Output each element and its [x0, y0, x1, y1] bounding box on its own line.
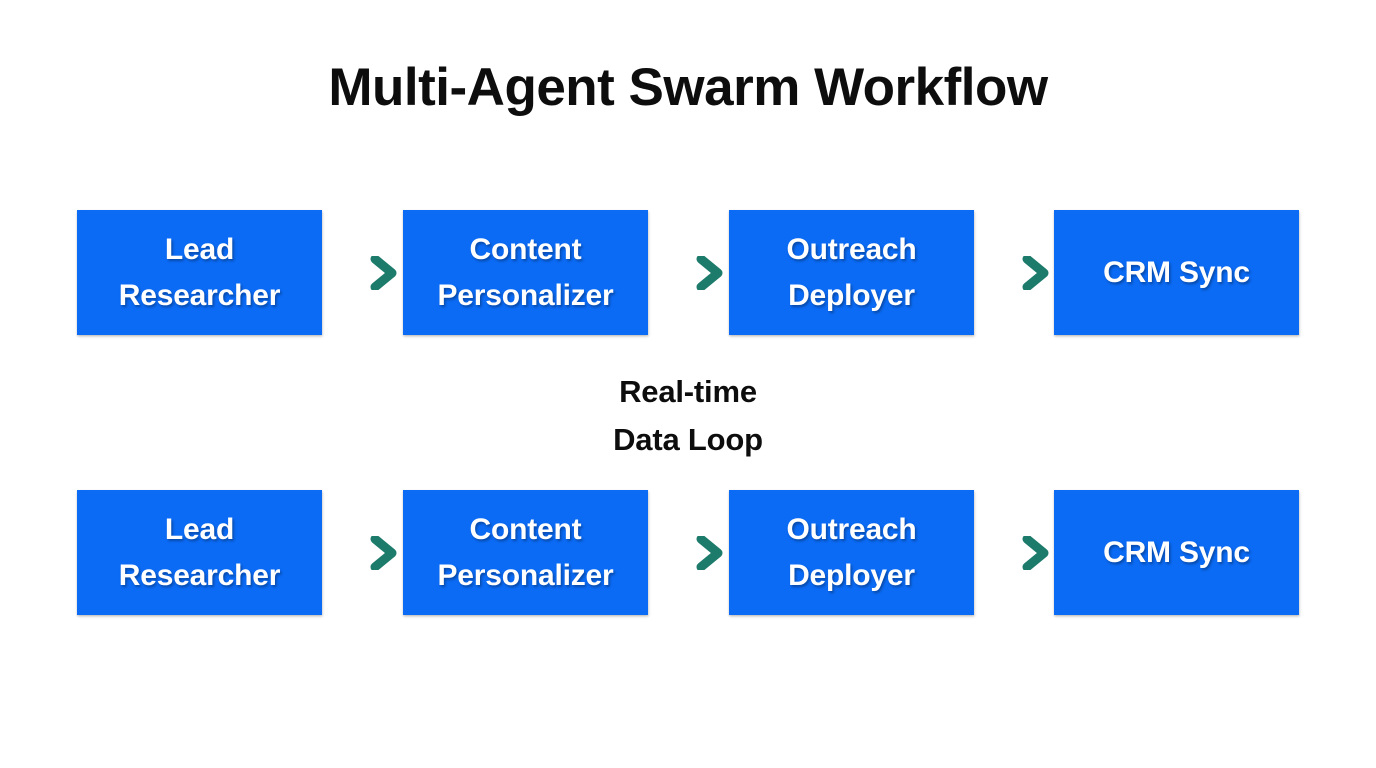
node-label: Content Personalizer — [437, 512, 614, 592]
node-label: Outreach Deployer — [786, 512, 917, 592]
node-crm-sync-top[interactable]: CRM Sync — [1054, 210, 1299, 335]
node-content-personalizer-top[interactable]: Content Personalizer — [403, 210, 648, 335]
node-crm-sync-bottom[interactable]: CRM Sync — [1054, 490, 1299, 615]
node-label: Content Personalizer — [437, 232, 614, 312]
page-title: Multi-Agent Swarm Workflow — [328, 58, 1048, 117]
node-label: CRM Sync — [1103, 255, 1250, 289]
arrow-right-icon — [649, 536, 731, 570]
node-label: Outreach Deployer — [786, 232, 917, 312]
arrow-right-icon — [975, 256, 1057, 290]
center-loop-label: Real-time Data Loop — [613, 374, 763, 458]
node-label: Lead Researcher — [118, 512, 281, 592]
arrow-right-icon — [323, 256, 405, 290]
node-label: Lead Researcher — [118, 232, 281, 312]
node-outreach-deployer-top[interactable]: Outreach Deployer — [729, 210, 974, 335]
node-lead-researcher-top[interactable]: Lead Researcher — [77, 210, 322, 335]
arrow-right-icon — [649, 256, 731, 290]
node-label: CRM Sync — [1103, 535, 1250, 569]
node-lead-researcher-bottom[interactable]: Lead Researcher — [77, 490, 322, 615]
arrow-right-icon — [323, 536, 405, 570]
flow-row-top: Lead Researcher Content Personalizer — [0, 210, 1376, 335]
arrow-right-icon — [975, 536, 1057, 570]
node-content-personalizer-bottom[interactable]: Content Personalizer — [403, 490, 648, 615]
flow-row-bottom: Lead Researcher Content Personalizer — [0, 490, 1376, 615]
node-outreach-deployer-bottom[interactable]: Outreach Deployer — [729, 490, 974, 615]
